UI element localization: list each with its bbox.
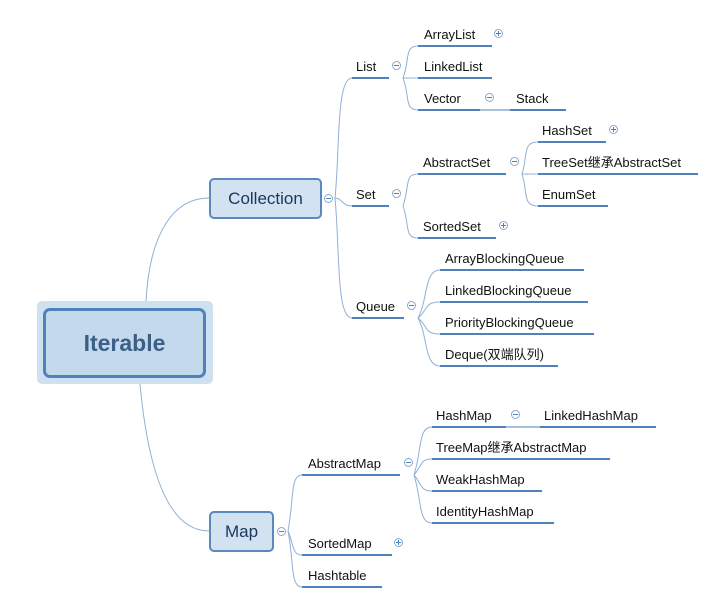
- node-hashset[interactable]: HashSet: [542, 123, 592, 138]
- node-vector[interactable]: Vector: [424, 91, 461, 106]
- node-enumset[interactable]: EnumSet: [542, 187, 596, 202]
- collapse-toggle-list[interactable]: [392, 61, 401, 70]
- node-linkedlist[interactable]: LinkedList: [424, 59, 483, 74]
- expand-toggle-hashset[interactable]: [609, 125, 618, 134]
- node-queue[interactable]: Queue: [356, 299, 396, 314]
- collapse-toggle-abstractset[interactable]: [510, 157, 519, 166]
- node-arrayblockingqueue[interactable]: ArrayBlockingQueue: [445, 251, 565, 266]
- node-abstractset[interactable]: AbstractSet: [423, 155, 491, 170]
- node-hashmap[interactable]: HashMap: [436, 408, 492, 423]
- collapse-toggle-abstractmap[interactable]: [404, 458, 413, 467]
- collapse-toggle-map[interactable]: [277, 527, 286, 536]
- expand-toggle-sortedset[interactable]: [499, 221, 508, 230]
- node-deque[interactable]: Deque(双端队列): [445, 347, 544, 362]
- node-sortedmap[interactable]: SortedMap: [308, 536, 372, 551]
- node-arraylist[interactable]: ArrayList: [424, 27, 476, 42]
- node-map[interactable]: Map: [209, 511, 274, 552]
- expand-toggle-arraylist[interactable]: [494, 29, 503, 38]
- expand-toggle-sortedmap[interactable]: [394, 538, 403, 547]
- collapse-toggle-collection[interactable]: [324, 194, 333, 203]
- node-treemap[interactable]: TreeMap继承AbstractMap: [436, 440, 587, 455]
- node-collection[interactable]: Collection: [209, 178, 322, 219]
- node-abstractmap[interactable]: AbstractMap: [308, 456, 381, 471]
- collapse-toggle-hashmap[interactable]: [511, 410, 520, 419]
- collapse-toggle-vector[interactable]: [485, 93, 494, 102]
- node-linkedblockingqueue[interactable]: LinkedBlockingQueue: [445, 283, 572, 298]
- node-priorityblockingqueue[interactable]: PriorityBlockingQueue: [445, 315, 574, 330]
- node-linkedhashmap[interactable]: LinkedHashMap: [544, 408, 638, 423]
- node-set[interactable]: Set: [356, 187, 376, 202]
- collapse-toggle-set[interactable]: [392, 189, 401, 198]
- node-stack[interactable]: Stack: [516, 91, 549, 106]
- node-treeset[interactable]: TreeSet继承AbstractSet: [542, 155, 681, 170]
- collapse-toggle-queue[interactable]: [407, 301, 416, 310]
- root-node-iterable[interactable]: Iterable: [43, 308, 206, 378]
- node-hashtable[interactable]: Hashtable: [308, 568, 367, 583]
- node-sortedset[interactable]: SortedSet: [423, 219, 481, 234]
- node-identityhashmap[interactable]: IdentityHashMap: [436, 504, 534, 519]
- node-list[interactable]: List: [356, 59, 377, 74]
- node-weakhashmap[interactable]: WeakHashMap: [436, 472, 525, 487]
